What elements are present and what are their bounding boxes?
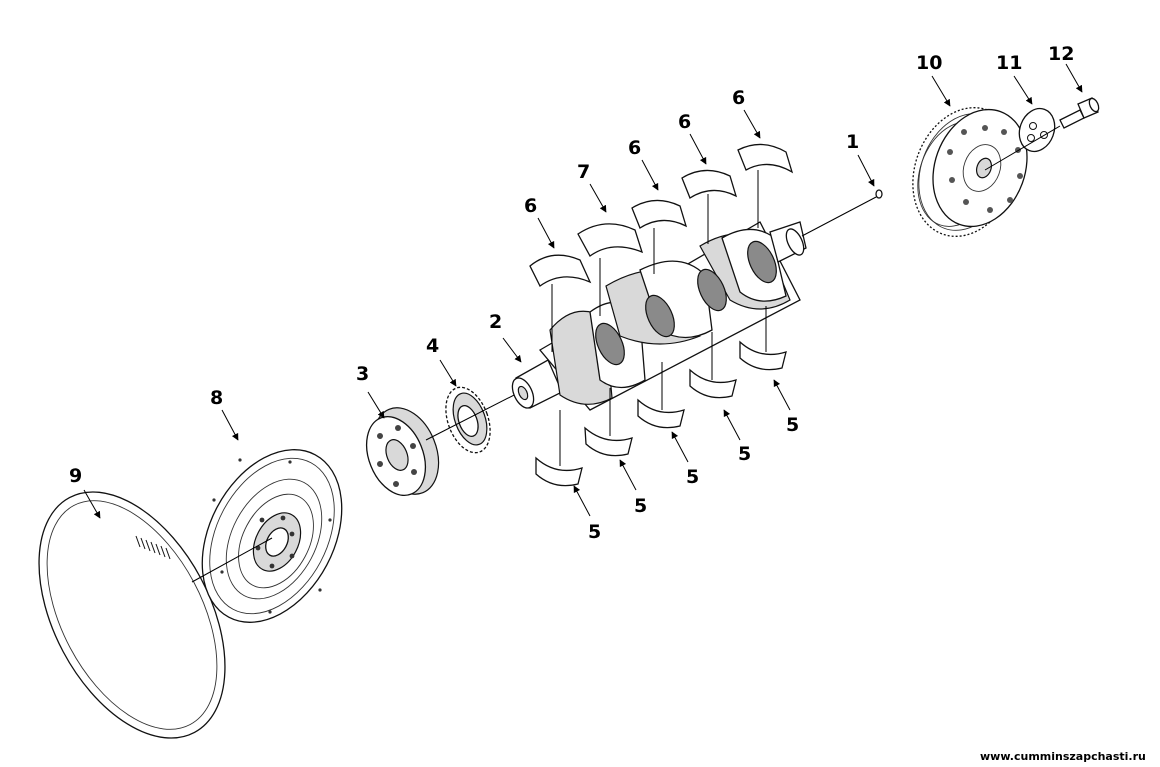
callout-5-e: 5: [786, 414, 799, 436]
upper-main-bearings: [529, 143, 794, 352]
damper-bolt: [1059, 97, 1100, 129]
crankshaft-adapter: [365, 407, 440, 496]
callout-1: 1: [846, 131, 859, 153]
leader-arrows: [83, 63, 1083, 519]
callout-labels: 1 2 3 4 8 9 10 11 12 6 7 6 6 6 5 5 5 5 5: [69, 43, 1074, 543]
callout-5-c: 5: [686, 466, 699, 488]
callout-5-b: 5: [634, 495, 647, 517]
crankshaft: [511, 221, 807, 411]
callout-6-c: 6: [678, 111, 691, 133]
crankshaft-plug: [875, 189, 883, 199]
ring-gear-teeth: [135, 535, 171, 560]
callout-6-a: 6: [524, 195, 537, 217]
rear-centerline: [801, 195, 879, 237]
lower-main-bearings: [535, 306, 787, 487]
callout-3: 3: [356, 363, 369, 385]
damper-washer: [1018, 107, 1056, 153]
callout-4: 4: [426, 335, 439, 357]
callout-5-a: 5: [588, 521, 601, 543]
callout-10: 10: [916, 52, 942, 74]
front-centerline: [425, 391, 521, 441]
callout-12: 12: [1048, 43, 1074, 65]
callout-8: 8: [210, 387, 223, 409]
callout-5-d: 5: [738, 443, 751, 465]
flywheel: [201, 449, 343, 623]
callout-9: 9: [69, 465, 82, 487]
flywheel-centerline: [191, 537, 273, 583]
callout-2: 2: [489, 311, 502, 333]
watermark: www.cumminszapchasti.ru: [980, 750, 1146, 763]
ring-gear: [38, 491, 226, 739]
callout-7: 7: [577, 161, 590, 183]
callout-11: 11: [996, 52, 1022, 74]
pulley-centerline: [984, 125, 1061, 171]
vibration-damper: [912, 107, 1028, 237]
callout-6-b: 6: [628, 137, 641, 159]
callout-6-d: 6: [732, 87, 745, 109]
crankshaft-gear: [445, 386, 491, 454]
